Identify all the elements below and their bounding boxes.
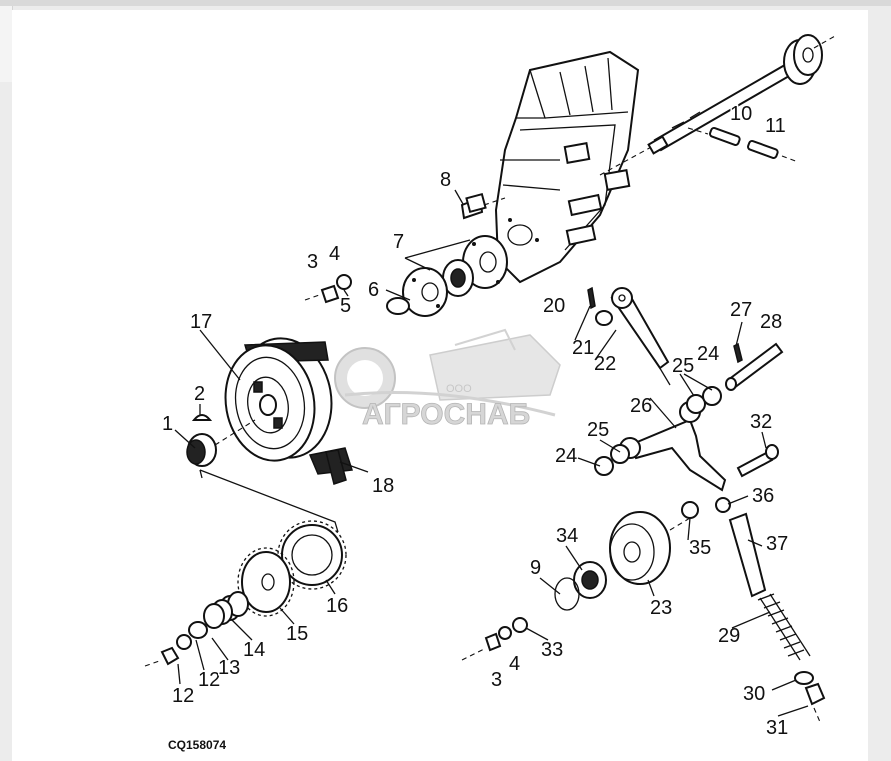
callout-16: 16 — [326, 595, 348, 617]
tensioner-arm-22 — [587, 286, 671, 386]
callout-29: 29 — [718, 625, 740, 647]
callout-24: 24 — [697, 343, 719, 365]
leader-lines — [177, 189, 809, 717]
window-top-border — [0, 0, 891, 6]
callout-32: 32 — [750, 411, 772, 433]
callout-34: 34 — [556, 525, 578, 547]
idler-wheel-23 — [461, 511, 701, 661]
callout-27: 27 — [730, 299, 752, 321]
agrosnab-watermark: ООО АГРОСНАБ — [334, 328, 561, 431]
callout-7: 7 — [393, 231, 404, 253]
callout-23: 23 — [650, 597, 672, 619]
callout-37: 37 — [766, 533, 788, 555]
callout-26: 26 — [630, 395, 652, 417]
pin-28 — [725, 342, 784, 391]
callout-13: 13 — [218, 657, 240, 679]
callout-33: 33 — [541, 639, 563, 661]
callout-11: 11 — [765, 115, 786, 137]
callout-4: 4 — [329, 243, 340, 265]
callout-9: 9 — [530, 557, 541, 579]
hub-1-key-2 — [174, 414, 256, 467]
callout-1: 1 — [162, 413, 173, 435]
pulley-17 — [224, 337, 353, 485]
callout-36: 36 — [752, 485, 774, 507]
watermark-brand: АГРОСНАБ — [362, 398, 530, 431]
callout-12: 12 — [172, 685, 194, 707]
bolt-8 — [460, 192, 506, 220]
flange-bearing-assembly — [304, 235, 508, 317]
callout-5: 5 — [340, 295, 351, 317]
callout-30: 30 — [743, 683, 765, 705]
callout-17: 17 — [190, 311, 212, 333]
callout-3: 3 — [491, 669, 502, 691]
callout-15: 15 — [286, 623, 308, 645]
sprocket-assembly — [144, 469, 347, 667]
callout-2: 2 — [194, 383, 205, 405]
callout-labels: 1 2 3 3 4 4 5 6 7 8 9 10 11 12 12 13 14 … — [161, 102, 790, 741]
drive-shaft — [599, 34, 836, 176]
callout-31: 31 — [766, 717, 788, 739]
bolt-32 — [736, 444, 779, 478]
callout-14: 14 — [243, 639, 265, 661]
callout-24: 24 — [555, 445, 577, 467]
callout-28: 28 — [760, 311, 782, 333]
callout-4: 4 — [509, 653, 520, 675]
roll-pins — [687, 126, 799, 163]
callout-6: 6 — [368, 279, 379, 301]
callout-22: 22 — [594, 353, 616, 375]
watermark-prefix: ООО — [446, 383, 472, 395]
callout-8: 8 — [440, 169, 451, 191]
callout-18: 18 — [372, 475, 394, 497]
callout-20: 20 — [543, 295, 565, 317]
callout-21: 21 — [572, 337, 594, 359]
callout-35: 35 — [689, 537, 711, 559]
callout-25: 25 — [672, 355, 694, 377]
callout-10: 10 — [730, 103, 752, 125]
figure-code: CQ158074 — [168, 738, 226, 752]
gearbox-housing — [494, 50, 640, 284]
callout-25: 25 — [587, 419, 609, 441]
callout-12: 12 — [198, 669, 220, 691]
callout-3: 3 — [307, 251, 318, 273]
bracket-26 — [594, 386, 727, 492]
